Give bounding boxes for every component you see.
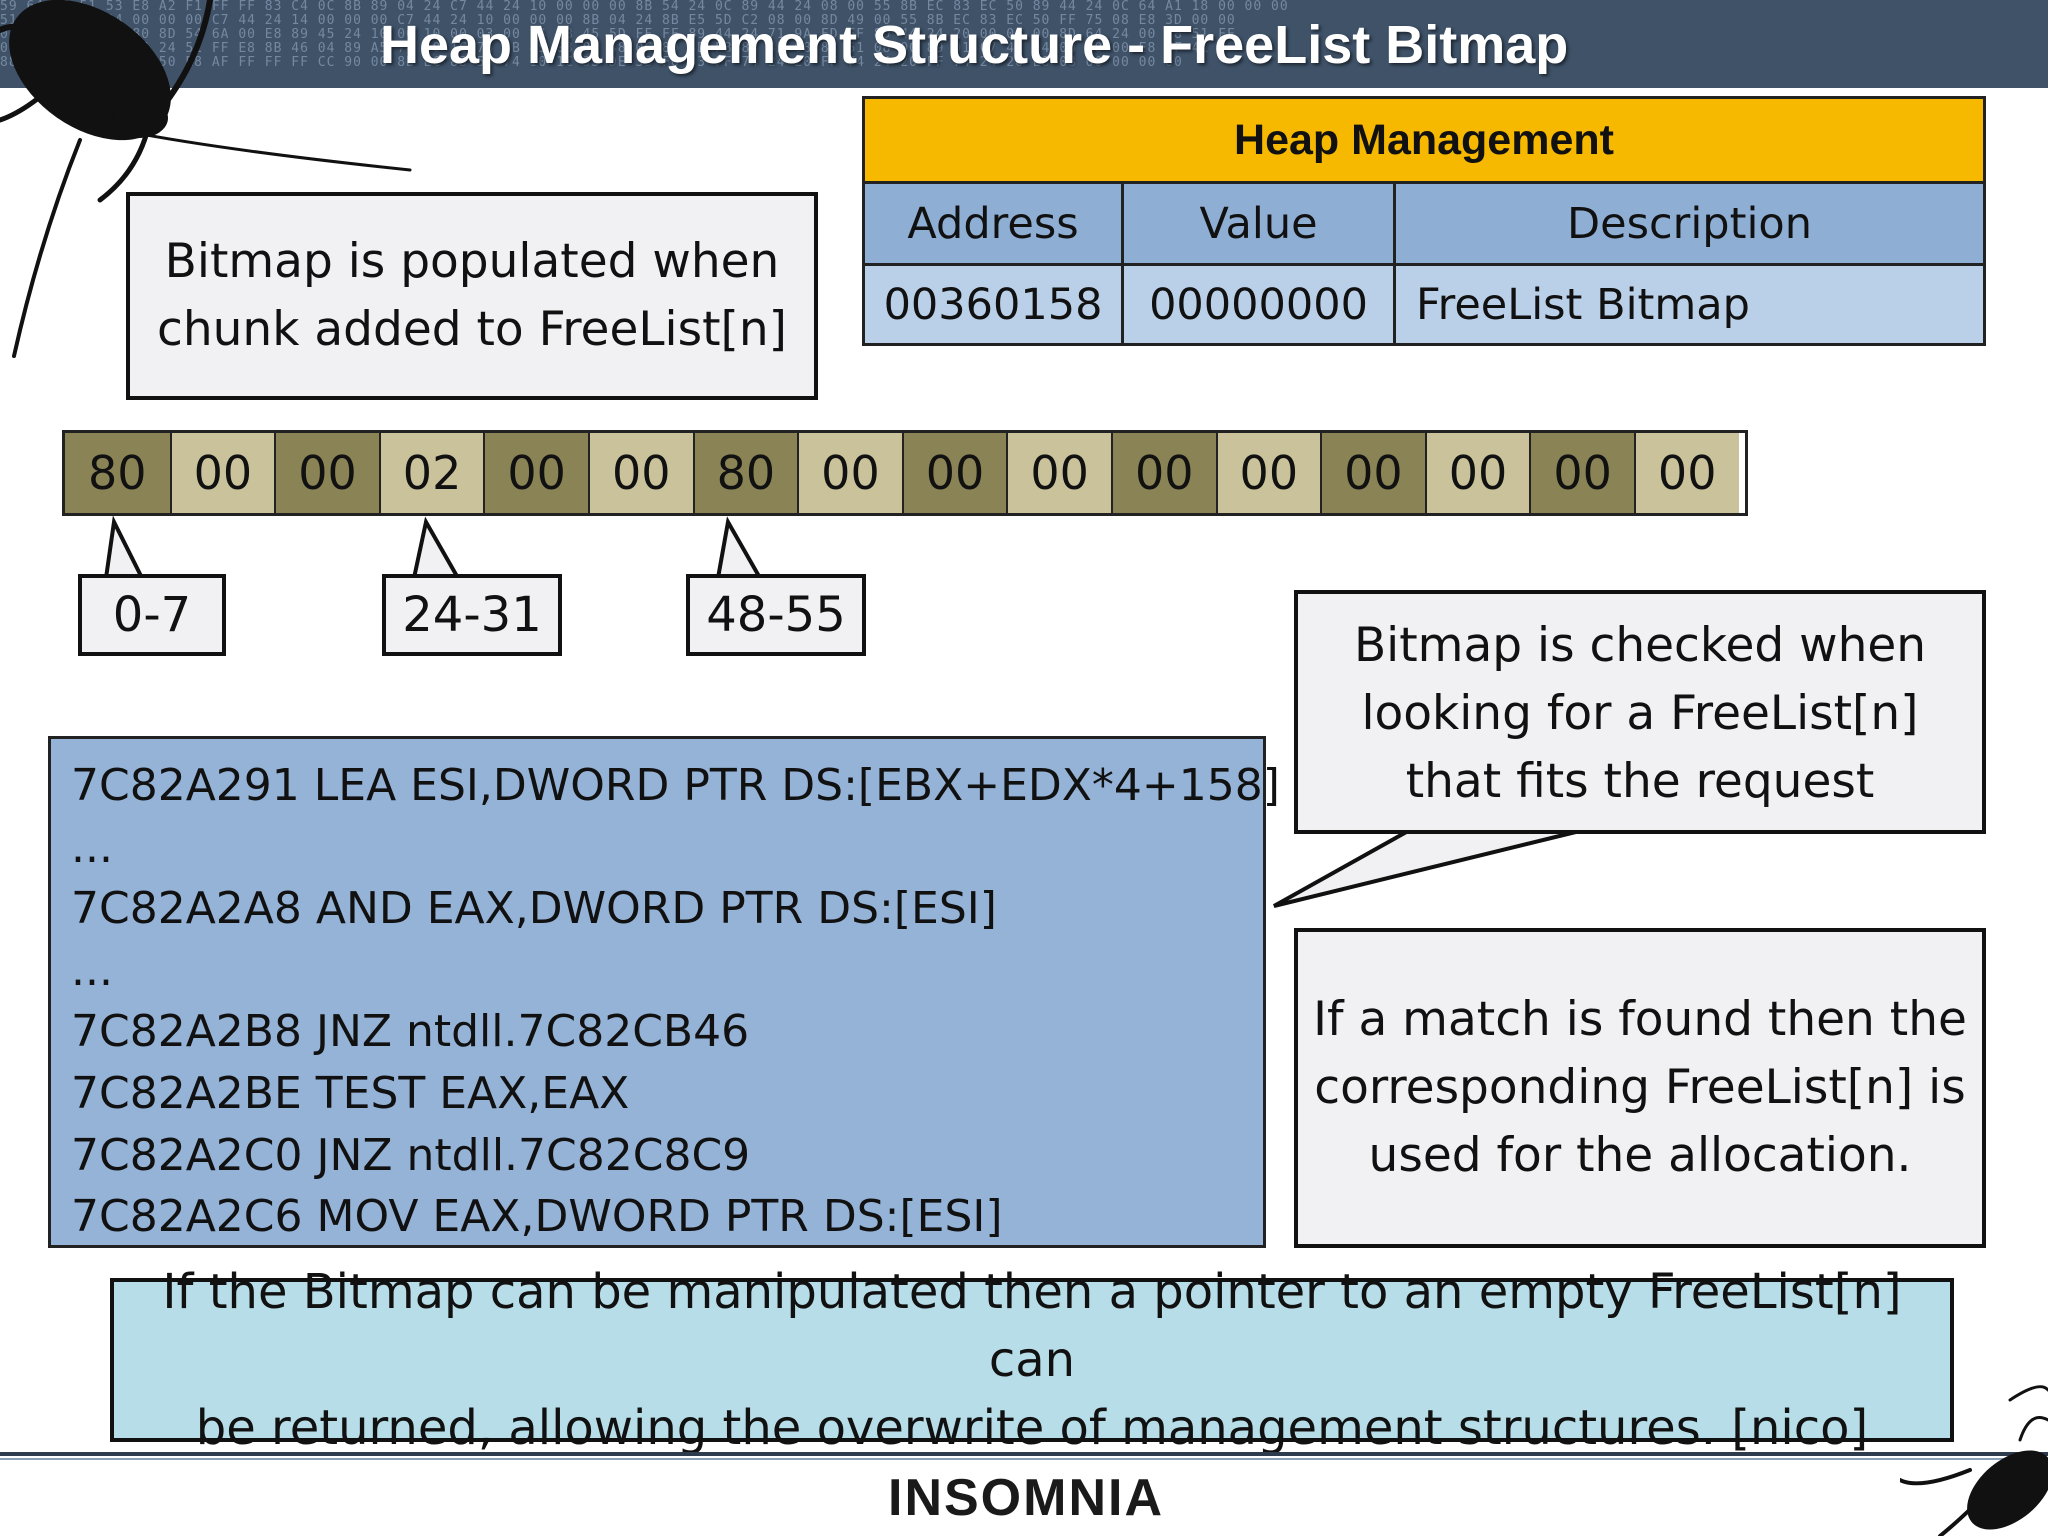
callout-line: used for the allocation. — [1368, 1128, 1912, 1183]
code-line: ... — [71, 944, 113, 996]
range-label-0-7: 0-7 — [78, 574, 226, 656]
cell-value: 00000000 — [1121, 266, 1393, 343]
callout-line: Bitmap is populated when — [164, 234, 780, 289]
bitmap-byte-strip: 80 00 00 02 00 00 80 00 00 00 00 00 00 0… — [62, 430, 1748, 516]
bitmap-byte: 00 — [1006, 433, 1111, 513]
range-pointer — [716, 516, 762, 579]
callout-bitmap-populated: Bitmap is populated when chunk added to … — [126, 192, 818, 400]
cockroach-icon — [1900, 1385, 2048, 1536]
cell-address: 00360158 — [883, 279, 1103, 330]
bitmap-byte: 00 — [1424, 433, 1530, 513]
bitmap-byte: 00 — [483, 433, 588, 513]
note-line: be returned, allowing the overwrite of m… — [195, 1400, 1869, 1456]
cockroach-icon — [0, 0, 412, 358]
disassembly-code-box: 7C82A291 LEA ESI,DWORD PTR DS:[EBX+EDX*4… — [48, 736, 1280, 1248]
bitmap-byte: 00 — [1320, 433, 1425, 513]
bitmap-byte: 00 — [1110, 433, 1216, 513]
code-line: ... — [71, 821, 113, 873]
range-label-24-31: 24-31 — [382, 574, 562, 656]
code-line: 7C82A291 LEA ESI,DWORD PTR DS:[EBX+EDX*4… — [71, 760, 1280, 811]
bitmap-byte: 02 — [378, 433, 484, 513]
range-pointer — [412, 516, 460, 579]
bitmap-byte: 00 — [1215, 433, 1321, 513]
table-title: Heap Management — [865, 99, 1983, 181]
speech-pointer — [1273, 828, 1585, 908]
code-line: 7C82A2BE TEST EAX,EAX — [71, 1067, 630, 1119]
callout-match-found: If a match is found then the correspondi… — [1294, 928, 1986, 1248]
page-title: Heap Management Structure - FreeList Bit… — [380, 15, 1569, 75]
bitmap-byte: 00 — [901, 433, 1007, 513]
bitmap-byte: 80 — [692, 433, 798, 513]
code-line: 7C82A2B8 JNZ ntdll.7C82CB46 — [71, 1006, 750, 1058]
range-pointer — [104, 515, 144, 579]
cell-description: FreeList Bitmap — [1393, 266, 1983, 343]
table-title-row: Heap Management — [865, 99, 1983, 181]
code-line: 7C82A2C0 JNZ ntdll.7C82C8C9 — [71, 1129, 751, 1181]
callout-line: chunk added to FreeList[n] — [156, 302, 787, 357]
footer-divider — [0, 1458, 2048, 1460]
bitmap-byte: 00 — [1529, 433, 1634, 513]
callout-line: Bitmap is checked when — [1353, 618, 1927, 673]
table-row: 00360158 00000000 FreeList Bitmap — [865, 263, 1983, 343]
callout-line: If a match is found then the — [1313, 992, 1967, 1047]
bitmap-byte: 00 — [587, 433, 693, 513]
code-line: 7C82A2A8 AND EAX,DWORD PTR DS:[ESI] — [71, 883, 997, 935]
column-header-value: Value — [1121, 184, 1393, 263]
callout-line: corresponding FreeList[n] is — [1314, 1060, 1966, 1115]
brand-logo: INSOMNIA — [888, 1469, 1164, 1527]
range-label-48-55: 48-55 — [686, 574, 866, 656]
bitmap-byte: 00 — [1633, 433, 1739, 513]
table-header-row: Address Value Description — [865, 181, 1983, 263]
column-header-description: Description — [1393, 184, 1983, 263]
bitmap-byte: 00 — [274, 433, 379, 513]
footer-divider — [0, 1452, 2048, 1456]
bitmap-byte: 80 — [65, 433, 170, 513]
heap-management-table: Heap Management Address Value Descriptio… — [862, 96, 1986, 346]
callout-line: looking for a FreeList[n] — [1361, 686, 1919, 741]
column-header-address: Address — [907, 198, 1079, 249]
code-line: 7C82A2C6 MOV EAX,DWORD PTR DS:[ESI] — [71, 1191, 1003, 1243]
callout-line: that fits the request — [1405, 754, 1875, 809]
note-line: If the Bitmap can be manipulated then a … — [162, 1264, 1902, 1388]
bitmap-byte: 00 — [797, 433, 902, 513]
bitmap-byte: 00 — [169, 433, 275, 513]
callout-bitmap-checked: Bitmap is checked when looking for a Fre… — [1294, 590, 1986, 834]
manipulation-note: If the Bitmap can be manipulated then a … — [110, 1264, 1954, 1456]
